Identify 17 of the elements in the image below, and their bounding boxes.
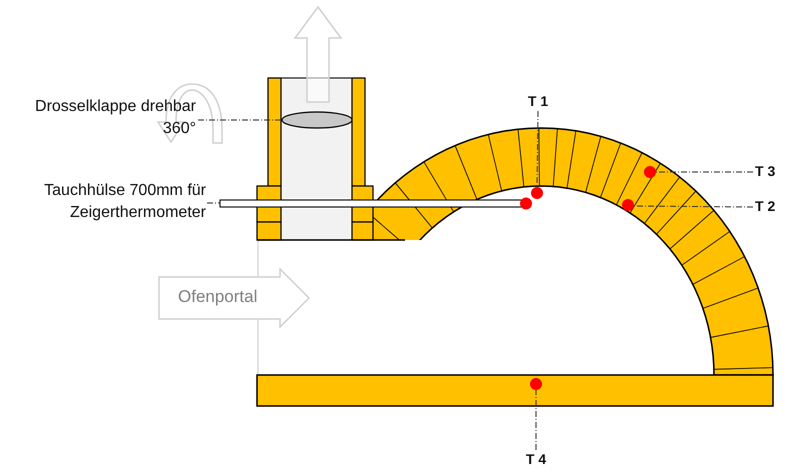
part-label: Tauchhülse 700mm für Zeigerthermometer: [43, 181, 206, 223]
portal-arrow: [158, 268, 310, 328]
measuring-point: [530, 378, 542, 390]
sensor-tube: [220, 198, 532, 210]
point-label: T 1: [526, 93, 550, 110]
throttle-disk: [281, 111, 353, 129]
measuring-point: [644, 166, 656, 178]
arrow-label: Ofenportal: [178, 287, 258, 307]
point-label: T 2: [755, 198, 776, 215]
leader-line: [206, 202, 220, 204]
part-label: Drosselklappe drehbar 360°: [34, 97, 196, 139]
point-label: T 4: [524, 451, 548, 468]
measuring-point: [622, 199, 634, 211]
leader-line: [536, 110, 538, 188]
leader-line: [634, 206, 754, 208]
point-label: T 3: [755, 163, 776, 180]
measuring-point: [531, 187, 543, 199]
